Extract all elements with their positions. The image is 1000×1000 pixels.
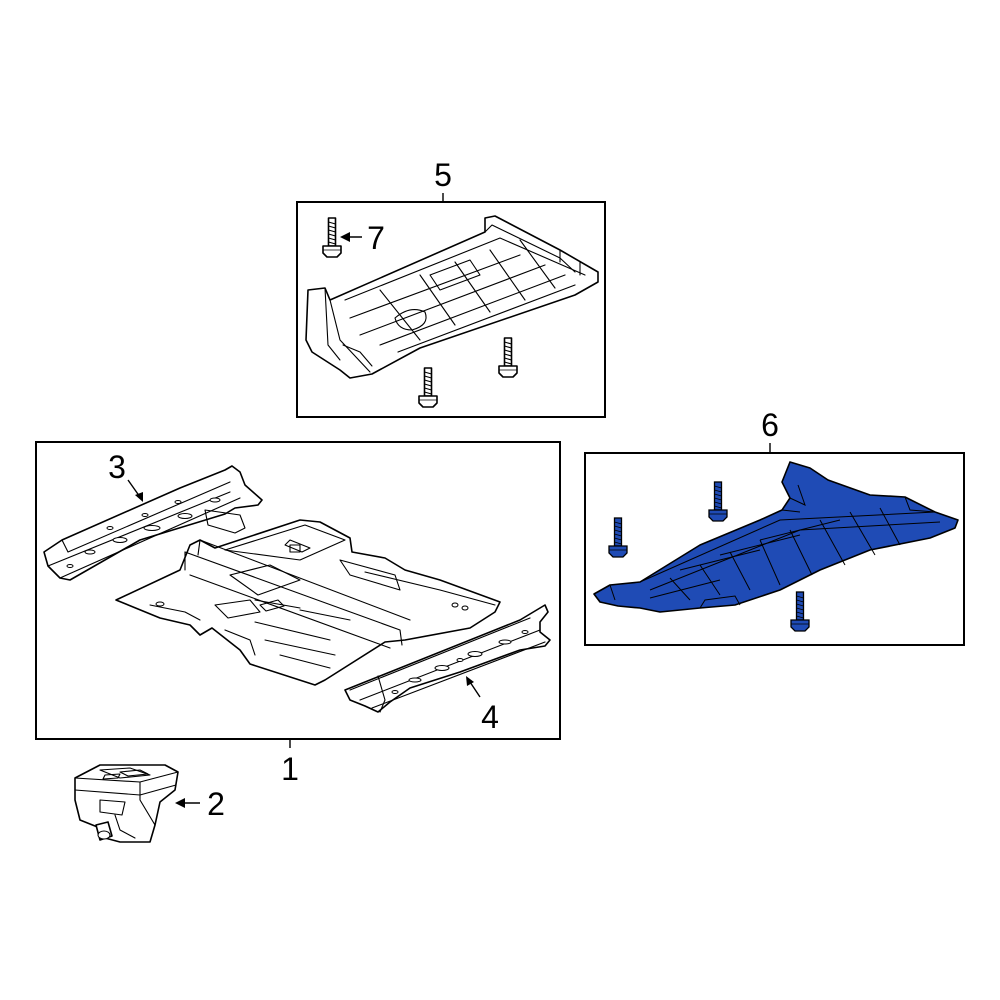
arrow-4	[466, 676, 474, 686]
leader-4	[469, 681, 481, 698]
arrow-7	[340, 232, 350, 242]
arrow-3	[135, 492, 143, 502]
callout-7: 7	[367, 220, 385, 256]
rear-floor-pan-part	[305, 215, 599, 379]
front-floor-pan-part	[115, 519, 501, 686]
arrow-2	[175, 798, 185, 808]
floor-under-cover-part	[593, 461, 959, 613]
callout-4: 4	[481, 699, 499, 735]
right-floor-rail-part	[344, 604, 551, 713]
callout-2: 2	[207, 786, 225, 822]
bracket-part	[74, 764, 179, 843]
callout-6: 6	[761, 407, 779, 443]
callout-1: 1	[281, 751, 299, 787]
callout-3: 3	[108, 449, 126, 485]
callout-5: 5	[434, 157, 452, 193]
left-floor-rail-part	[43, 465, 263, 581]
